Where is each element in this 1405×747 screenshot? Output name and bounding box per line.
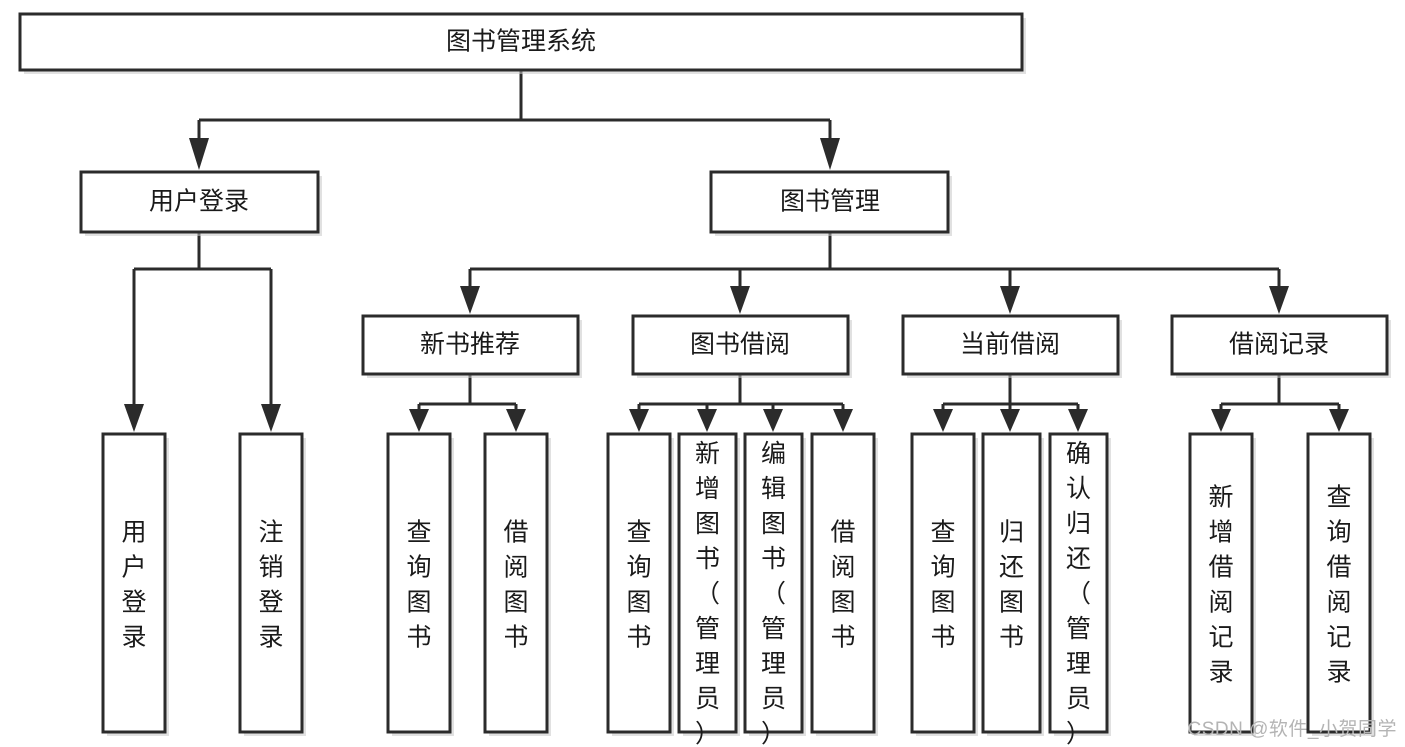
node-root[interactable]: 图书管理系统 — [18, 12, 1026, 74]
leaf-label: 借阅图书 — [830, 518, 855, 651]
leaf-label: 用户登录 — [121, 518, 146, 651]
arrow-head-leaf-query-book-3 — [933, 409, 953, 432]
leaf-box — [981, 432, 1042, 734]
node-book-manage[interactable]: 图书管理 — [709, 170, 952, 236]
user-login-box — [79, 170, 320, 234]
leaf-label: 新增图书（管理员） — [695, 440, 720, 747]
root-label: 图书管理系统 — [446, 28, 596, 56]
leaf-node[interactable]: 用户登录 — [101, 432, 169, 736]
book-borrow-box — [631, 314, 850, 376]
arrow-head-book-manage — [820, 138, 840, 170]
leaf-label: 查询图书 — [626, 518, 651, 651]
leaf-label: 编辑图书（管理员） — [761, 440, 786, 747]
borrow-record-box — [1170, 314, 1389, 376]
arrow-head-leaf-add-borrow-record — [1211, 409, 1231, 432]
leaf-node[interactable]: 查询图书 — [386, 432, 454, 736]
node-book-borrow[interactable]: 图书借阅 — [631, 314, 852, 378]
leaf-label: 查询图书 — [406, 518, 431, 651]
leaf-node[interactable]: 归还图书 — [981, 432, 1044, 736]
leaf-box — [810, 432, 876, 734]
book-manage-box — [709, 170, 950, 234]
arrow-head-borrow-record — [1269, 286, 1289, 314]
leaf-box — [1188, 432, 1254, 734]
leaf-node[interactable]: 查询图书 — [606, 432, 674, 736]
leaf-box — [1306, 432, 1372, 734]
arrow-head-leaf-logout-login — [261, 404, 281, 432]
leaf-node[interactable]: 查询借阅记录 — [1306, 432, 1374, 736]
leaf-node[interactable]: 新增借阅记录 — [1188, 432, 1256, 736]
leaf-label: 借阅图书 — [503, 518, 528, 651]
leaf-layer: 用户登录 注销登录 查询图书 借阅图书 查询图书 新增图书（管理员） 编辑图书（管理员） 借阅… — [101, 432, 1374, 747]
leaf-box — [743, 432, 804, 734]
leaf-label: 注销登录 — [258, 518, 283, 651]
leaf-box — [910, 432, 976, 734]
arrow-head-leaf-query-book-2 — [629, 409, 649, 432]
leaf-node[interactable]: 借阅图书 — [810, 432, 878, 736]
borrow-record-label: 借阅记录 — [1229, 331, 1329, 359]
leaf-box — [606, 432, 672, 734]
current-borrow-label: 当前借阅 — [960, 331, 1060, 359]
leaf-label: 查询借阅记录 — [1326, 483, 1351, 686]
arrow-head-leaf-query-book-1 — [409, 409, 429, 432]
arrow-head-book-borrow — [730, 286, 750, 314]
leaf-node[interactable]: 编辑图书（管理员） — [743, 432, 806, 747]
node-borrow-record[interactable]: 借阅记录 — [1170, 314, 1391, 378]
current-borrow-box — [901, 314, 1120, 376]
arrow-head-leaf-borrow-book-2 — [833, 409, 853, 432]
leaf-label: 确认归还（管理员） — [1066, 440, 1091, 747]
leaf-label: 查询图书 — [930, 518, 955, 651]
connector-layer — [124, 70, 1349, 432]
new-book-recommend-label: 新书推荐 — [420, 331, 520, 359]
user-login-label: 用户登录 — [149, 188, 249, 216]
arrow-head-leaf-edit-book-admin — [763, 409, 783, 432]
leaf-node[interactable]: 注销登录 — [238, 432, 306, 736]
arrow-head-leaf-query-borrow-record — [1329, 409, 1349, 432]
node-new-book-recommend[interactable]: 新书推荐 — [361, 314, 582, 378]
leaf-box — [386, 432, 452, 734]
leaf-label: 新增借阅记录 — [1208, 483, 1233, 686]
arrow-head-leaf-borrow-book-1 — [506, 409, 526, 432]
leaf-box — [101, 432, 167, 734]
leaf-node[interactable]: 查询图书 — [910, 432, 978, 736]
root-box — [18, 12, 1024, 72]
leaf-node[interactable]: 新增图书（管理员） — [677, 432, 740, 747]
book-borrow-label: 图书借阅 — [690, 331, 790, 359]
leaf-label: 归还图书 — [999, 518, 1024, 651]
leaf-box — [483, 432, 549, 734]
watermark-label: CSDN @软件_小贺同学 — [1187, 719, 1397, 740]
arrow-head-leaf-add-book-admin — [697, 409, 717, 432]
arrow-head-user-login — [189, 138, 209, 170]
leaf-box — [1048, 432, 1109, 734]
node-current-borrow[interactable]: 当前借阅 — [901, 314, 1122, 378]
leaf-node[interactable]: 确认归还（管理员） — [1048, 432, 1111, 747]
leaf-node[interactable]: 借阅图书 — [483, 432, 551, 736]
arrow-head-current-borrow — [1000, 286, 1020, 314]
node-user-login[interactable]: 用户登录 — [79, 170, 322, 236]
leaf-box — [238, 432, 304, 734]
arrow-head-leaf-confirm-return-admin — [1068, 409, 1088, 432]
arrow-head-leaf-return-book — [1000, 409, 1020, 432]
arrow-head-leaf-user-login — [124, 404, 144, 432]
arrow-head-new-book-recommend — [460, 286, 480, 314]
leaf-box — [677, 432, 738, 734]
book-manage-label: 图书管理 — [780, 188, 880, 216]
new-book-recommend-box — [361, 314, 580, 376]
